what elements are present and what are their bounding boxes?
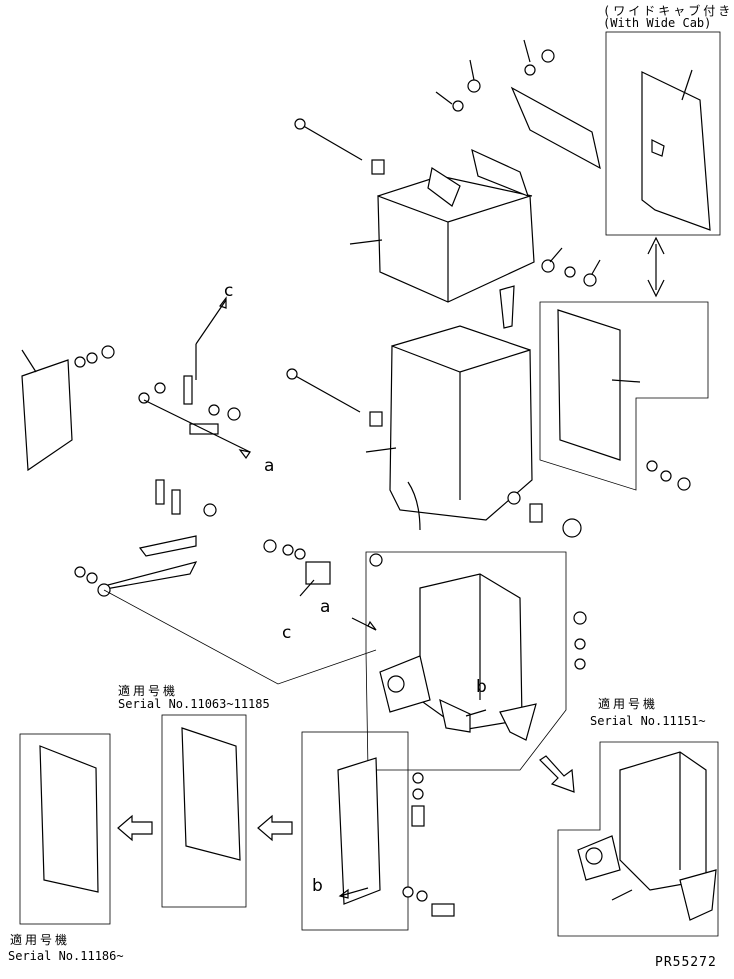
callout-c-top: c	[224, 281, 234, 301]
callout-a-center: a	[320, 597, 331, 617]
inset-serial-11151-frame	[557, 741, 719, 937]
double-arrow-icon	[647, 236, 665, 298]
spacer-upper	[371, 159, 385, 175]
left-arrow-icon-2	[117, 814, 153, 842]
lower-console-housing	[365, 325, 533, 531]
cover-box-left	[19, 733, 111, 925]
serial-note-11151-label: 適用号機	[598, 697, 659, 711]
cover-middle	[181, 727, 241, 861]
callout-b-bottom: b	[312, 876, 323, 896]
lower-right-fasteners	[507, 460, 691, 538]
base-bracket-assembly	[379, 573, 537, 741]
cover-right-fasteners	[338, 886, 455, 917]
wide-cab-clip	[651, 139, 665, 157]
wide-cab-note-english: (With Wide Cab)	[603, 16, 712, 30]
wide-cab-cover-panel	[641, 71, 711, 231]
base-right-fasteners	[573, 611, 587, 670]
serial-note-11186-label: 適用号機	[10, 933, 71, 947]
base-assembly-frame	[365, 551, 567, 771]
callout-c-bottom: c	[282, 623, 292, 643]
upper-fasteners	[435, 39, 601, 329]
long-bolt-lower	[291, 373, 361, 413]
upper-bracket-plate	[471, 148, 529, 198]
serial-note-11151-range: Serial No.11151~	[590, 714, 706, 728]
inset-serial-11151-bracket	[577, 751, 717, 921]
spacer-lower	[369, 411, 383, 427]
center-fasteners	[263, 539, 383, 631]
right-panel-frame	[539, 301, 709, 491]
left-arrow-icon-1	[257, 814, 293, 842]
left-cover-fasteners	[74, 345, 115, 368]
cover-right	[337, 757, 381, 905]
cover-box-right	[301, 731, 409, 931]
serial-note-11063-range: Serial No.11063~11185	[118, 697, 270, 711]
left-side-cover	[21, 359, 73, 472]
upper-cover-plate	[510, 86, 601, 170]
right-side-panel	[557, 309, 621, 461]
callout-a-right: a	[264, 456, 275, 476]
serial-note-11063-label: 適用号機	[118, 684, 179, 698]
linkage-parts	[74, 296, 251, 597]
cover-left	[39, 745, 99, 893]
long-bolt-upper	[299, 123, 363, 161]
serial-note-11186-range: Serial No.11186~	[8, 949, 124, 963]
upper-hinge	[427, 167, 461, 207]
down-right-arrow-icon	[539, 755, 575, 793]
lower-center-fasteners	[411, 772, 425, 827]
wide-cab-note-japanese: (ワイドキャブ付き)	[603, 4, 734, 18]
cover-box-middle	[161, 714, 247, 908]
drawing-code: PR55272	[655, 955, 717, 970]
callout-b-center: b	[476, 677, 487, 697]
wide-cab-inset-frame	[605, 31, 721, 236]
